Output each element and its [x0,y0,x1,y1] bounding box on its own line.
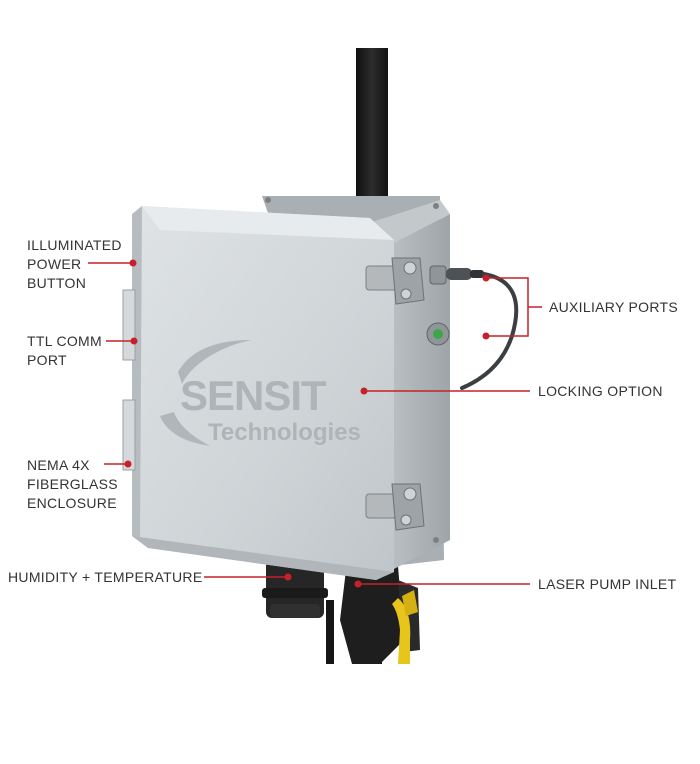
label-locking-option: LOCKING OPTION [538,382,663,401]
label-laser-pump-inlet: LASER PUMP INLET [538,575,676,594]
label-line: LOCKING OPTION [538,383,663,399]
auxiliary-cable [460,272,519,390]
label-power-button: ILLUMINATED POWER BUTTON [27,236,122,293]
mounting-pole [356,48,388,208]
yellow-strap [392,590,418,664]
label-line: ILLUMINATED [27,237,122,253]
callout-power-button [88,259,137,267]
label-line: AUXILIARY PORTS [549,299,678,315]
latch-upper [365,257,425,305]
label-line: PORT [27,352,67,368]
label-auxiliary-ports: AUXILIARY PORTS [549,298,678,317]
label-ttl-port: TTL COMM PORT [27,332,102,370]
label-line: NEMA 4X [27,457,90,473]
label-line: HUMIDITY + TEMPERATURE [8,569,203,585]
label-line: LASER PUMP INLET [538,576,677,592]
green-button-port [426,322,450,346]
callout-enclosure [104,460,132,468]
sensit-logo: SENSIT Technologies [160,340,361,446]
label-line: ENCLOSURE [27,495,117,511]
corner-screw [433,537,439,543]
auxiliary-connector [429,265,484,285]
logo-wordmark: SENSIT [180,372,327,419]
logo-subtext: Technologies [208,419,361,446]
callout-locking-option [360,387,530,395]
hinge-upper [122,289,136,361]
label-humidity: HUMIDITY + TEMPERATURE [8,568,202,587]
humidity-sensor [262,560,328,618]
label-line: FIBERGLASS [27,476,118,492]
callout-humidity [204,573,292,581]
latch-lower [365,483,425,531]
label-line: POWER [27,256,82,272]
callout-auxiliary-ports [482,274,542,340]
label-line: TTL COMM [27,333,102,349]
corner-screw [433,203,439,209]
callout-ttl-port [106,337,138,345]
label-enclosure: NEMA 4X FIBERGLASS ENCLOSURE [27,456,118,513]
label-line: BUTTON [27,275,87,291]
enclosure-front [132,206,394,580]
hinge-lower [122,399,136,471]
corner-screw [265,197,271,203]
callout-laser-pump-inlet [354,580,530,588]
